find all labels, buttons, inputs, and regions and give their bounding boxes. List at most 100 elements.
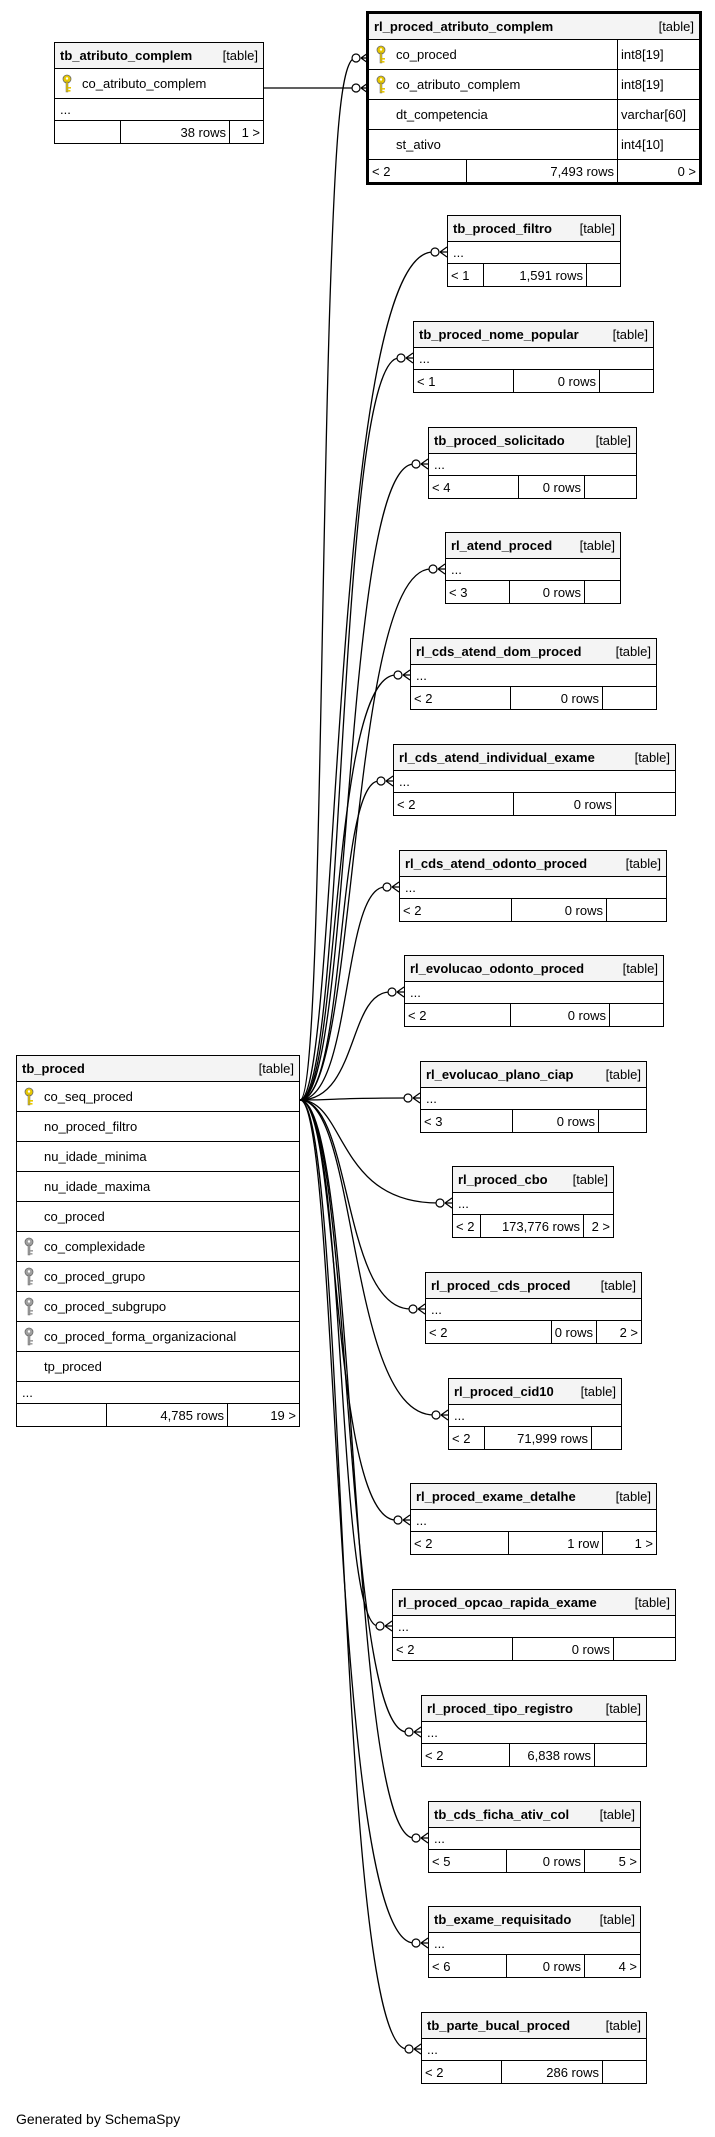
parents-count[interactable]: < 2 bbox=[411, 687, 511, 709]
table-name[interactable]: rl_proced_exame_detalhe bbox=[416, 1489, 576, 1504]
more-columns[interactable]: ... bbox=[448, 242, 620, 264]
parents-count[interactable]: < 3 bbox=[421, 1110, 513, 1132]
table-name[interactable]: rl_cds_atend_odonto_proced bbox=[405, 856, 588, 871]
children-count[interactable] bbox=[613, 1638, 675, 1660]
children-count[interactable] bbox=[586, 264, 620, 286]
children-count[interactable]: 2 > bbox=[595, 1321, 641, 1343]
table-rl_proced_atributo_complem[interactable]: rl_proced_atributo_complem[table]co_proc… bbox=[366, 11, 702, 185]
table-name[interactable]: rl_proced_atributo_complem bbox=[374, 19, 554, 34]
parents-count[interactable]: < 5 bbox=[429, 1850, 507, 1872]
parents-count[interactable]: < 2 bbox=[422, 2061, 502, 2083]
more-columns[interactable]: ... bbox=[429, 454, 636, 476]
column-row[interactable]: co_atributo_complem bbox=[55, 69, 263, 99]
table-name[interactable]: rl_cds_atend_dom_proced bbox=[416, 644, 582, 659]
children-count[interactable] bbox=[615, 793, 675, 815]
more-columns[interactable]: ... bbox=[429, 1828, 640, 1850]
more-columns[interactable]: ... bbox=[453, 1193, 613, 1215]
parents-count[interactable]: < 2 bbox=[394, 793, 514, 815]
children-count[interactable] bbox=[584, 581, 620, 603]
column-row[interactable]: co_proced_subgrupo bbox=[17, 1292, 299, 1322]
table-header[interactable]: rl_proced_cds_proced[table] bbox=[426, 1273, 641, 1299]
table-name[interactable]: tb_proced_solicitado bbox=[434, 433, 565, 448]
table-header[interactable]: rl_proced_opcao_rapida_exame[table] bbox=[393, 1590, 675, 1616]
table-name[interactable]: rl_evolucao_plano_ciap bbox=[426, 1067, 574, 1082]
children-count[interactable]: 1 > bbox=[602, 1532, 656, 1554]
table-header[interactable]: tb_parte_bucal_proced[table] bbox=[422, 2013, 646, 2039]
children-count[interactable] bbox=[602, 2061, 646, 2083]
children-count[interactable]: 0 > bbox=[617, 160, 699, 182]
table-name[interactable]: tb_cds_ficha_ativ_col bbox=[434, 1807, 570, 1822]
parents-count[interactable]: < 2 bbox=[411, 1532, 509, 1554]
table-tb_atributo_complem[interactable]: tb_atributo_complem[table]co_atributo_co… bbox=[54, 42, 264, 144]
children-count[interactable] bbox=[609, 1004, 663, 1026]
parents-count[interactable]: < 2 bbox=[422, 1744, 510, 1766]
more-columns[interactable]: ... bbox=[393, 1616, 675, 1638]
more-columns[interactable]: ... bbox=[421, 1088, 646, 1110]
parents-count[interactable]: < 2 bbox=[369, 160, 467, 182]
more-columns[interactable]: ... bbox=[449, 1405, 621, 1427]
column-row[interactable]: co_proced bbox=[17, 1202, 299, 1232]
table-name[interactable]: rl_proced_tipo_registro bbox=[427, 1701, 573, 1716]
column-row[interactable]: co_proced_grupo bbox=[17, 1262, 299, 1292]
table-header[interactable]: rl_proced_cid10[table] bbox=[449, 1379, 621, 1405]
table-name[interactable]: tb_proced_nome_popular bbox=[419, 327, 579, 342]
parents-count[interactable]: < 3 bbox=[446, 581, 510, 603]
table-header[interactable]: tb_atributo_complem[table] bbox=[55, 43, 263, 69]
parents-count[interactable]: < 2 bbox=[405, 1004, 511, 1026]
table-name[interactable]: rl_evolucao_odonto_proced bbox=[410, 961, 585, 976]
table-name[interactable]: rl_atend_proced bbox=[451, 538, 553, 553]
more-columns[interactable]: ... bbox=[411, 1510, 656, 1532]
more-columns[interactable]: ... bbox=[400, 877, 666, 899]
parents-count[interactable]: < 6 bbox=[429, 1955, 507, 1977]
children-count[interactable] bbox=[606, 899, 666, 921]
more-columns[interactable]: ... bbox=[405, 982, 663, 1004]
children-count[interactable]: 2 > bbox=[583, 1215, 613, 1237]
children-count[interactable] bbox=[599, 370, 653, 392]
parents-count[interactable]: < 1 bbox=[448, 264, 484, 286]
children-count[interactable] bbox=[602, 687, 656, 709]
column-row[interactable]: co_seq_proced bbox=[17, 1082, 299, 1112]
parents-count[interactable]: < 2 bbox=[393, 1638, 513, 1660]
table-header[interactable]: tb_proced_filtro[table] bbox=[448, 216, 620, 242]
table-name[interactable]: rl_proced_cds_proced bbox=[431, 1278, 571, 1293]
column-row[interactable]: no_proced_filtro bbox=[17, 1112, 299, 1142]
table-header[interactable]: rl_atend_proced[table] bbox=[446, 533, 620, 559]
more-columns[interactable]: ... bbox=[426, 1299, 641, 1321]
table-name[interactable]: tb_exame_requisitado bbox=[434, 1912, 572, 1927]
parents-count[interactable] bbox=[55, 121, 121, 143]
table-header[interactable]: tb_proced_solicitado[table] bbox=[429, 428, 636, 454]
parents-count[interactable]: < 2 bbox=[400, 899, 512, 921]
table-header[interactable]: rl_evolucao_odonto_proced[table] bbox=[405, 956, 663, 982]
table-name[interactable]: rl_proced_cbo bbox=[458, 1172, 548, 1187]
parents-count[interactable]: < 2 bbox=[426, 1321, 552, 1343]
children-count[interactable] bbox=[591, 1427, 621, 1449]
table-header[interactable]: rl_evolucao_plano_ciap[table] bbox=[421, 1062, 646, 1088]
children-count[interactable]: 1 > bbox=[229, 121, 263, 143]
table-name[interactable]: tb_proced bbox=[22, 1061, 85, 1076]
children-count[interactable] bbox=[598, 1110, 646, 1132]
more-columns[interactable]: ... bbox=[55, 99, 263, 121]
more-columns[interactable]: ... bbox=[394, 771, 675, 793]
more-columns[interactable]: ... bbox=[446, 559, 620, 581]
table-header[interactable]: rl_cds_atend_individual_exame[table] bbox=[394, 745, 675, 771]
table-header[interactable]: rl_proced_cbo[table] bbox=[453, 1167, 613, 1193]
column-row[interactable]: co_proced_forma_organizacional bbox=[17, 1322, 299, 1352]
table-name[interactable]: tb_atributo_complem bbox=[60, 48, 193, 63]
